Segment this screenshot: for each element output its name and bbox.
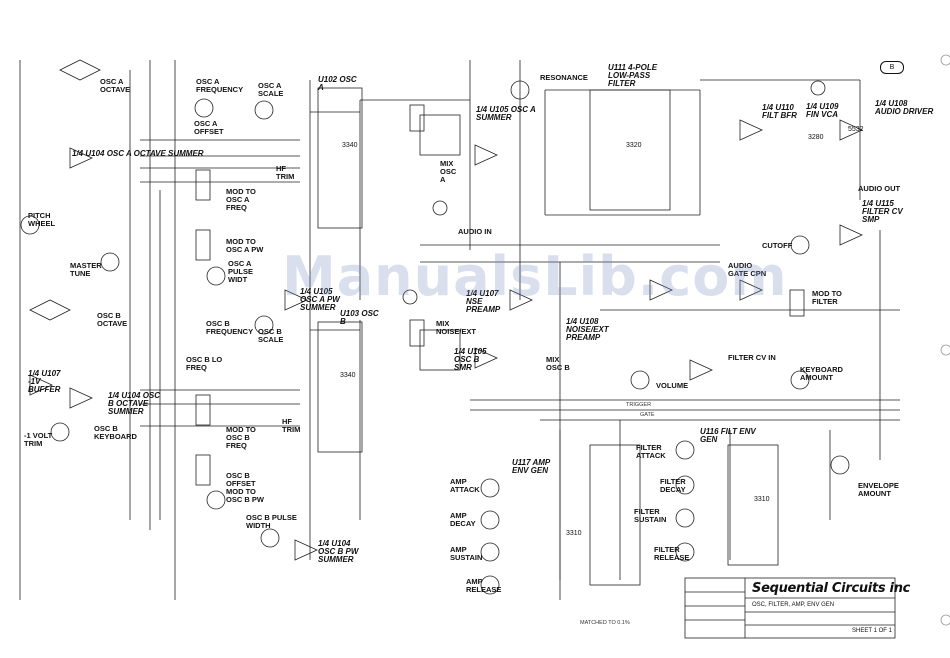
amp-sustain-label: AMP SUSTAIN	[450, 545, 483, 562]
u111-heading: U111 4-POLE LOW-PASS FILTER	[608, 63, 658, 88]
osc-a-octave-label: OSC A OCTAVE	[100, 77, 131, 94]
pw-b-heading: 1/4 U104 OSC B PW SUMMER	[318, 539, 359, 564]
u110-heading: 1/4 U110 FILT BFR	[762, 103, 797, 120]
company-logo: Sequential Circuits inc	[752, 581, 911, 596]
ic-3310-b: 3310	[754, 496, 770, 503]
mix-noise-ext-label: MIX NOISE/EXT	[436, 319, 477, 336]
osc-b-octave-label: OSC B OCTAVE	[97, 311, 128, 328]
volt-trim-label: -1 VOLT TRIM	[24, 431, 53, 448]
u103-heading: U103 OSC B	[340, 309, 379, 326]
osc-a-scale-label: OSC A SCALE	[258, 81, 284, 98]
ic-5532: 5532	[848, 126, 864, 133]
gate-line-label: GATE	[640, 412, 655, 418]
audio-gate-label: AUDIO GATE CPN	[728, 261, 767, 278]
u108-heading: 1/4 U108 AUDIO DRIVER	[875, 99, 934, 116]
u104b-heading: 1/4 U104 OSC B OCTAVE SUMMER	[108, 391, 161, 416]
hf-trim-a-label: HF TRIM	[276, 164, 295, 181]
osc-b-frequency-label: OSC B FREQUENCY	[206, 319, 254, 336]
filter-cv-in-label: FILTER CV IN	[728, 353, 776, 362]
mod-to-osc-b-pw-label: MOD TO OSC B PW	[226, 487, 264, 504]
filter-sustain-label: FILTER SUSTAIN	[634, 507, 667, 524]
u105b-heading: 1/4 U105 OSC B SMR	[454, 347, 487, 372]
mod-to-osc-a-freq-label: MOD TO OSC A FREQ	[226, 187, 256, 212]
amp-release-label: AMP RELEASE	[466, 577, 502, 594]
matched-note: MATCHED TO 0.1%	[580, 620, 630, 626]
u107-heading: 1/4 U107 NSE PREAMP	[466, 289, 501, 314]
sheet-number: SHEET 1 OF 1	[852, 628, 892, 634]
ic-3340-b: 3340	[340, 372, 356, 379]
amp-attack-label: AMP ATTACK	[450, 477, 480, 494]
envelope-amount-label: ENVELOPE AMOUNT	[858, 481, 899, 498]
osc-b-lo-freq-label: OSC B LO FREQ	[186, 355, 223, 372]
u104a-heading: 1/4 U104 OSC A OCTAVE SUMMER	[72, 149, 204, 158]
u102-heading: U102 OSC A	[318, 75, 357, 92]
osc-a-frequency-label: OSC A FREQUENCY	[196, 77, 244, 94]
mod-to-osc-b-freq-label: MOD TO OSC B FREQ	[226, 425, 256, 450]
cutoff-label: CUTOFF	[762, 241, 793, 250]
u115-heading: 1/4 U115 FILTER CV SMP	[862, 199, 903, 224]
resonance-label: RESONANCE	[540, 73, 588, 82]
mod-to-osc-a-pw-label: MOD TO OSC A PW	[226, 237, 264, 254]
osc-a-pulse-width-label: OSC A PULSE WIDT	[228, 259, 254, 284]
mod-to-filter-label: MOD TO FILTER	[812, 289, 842, 306]
osc-b-offset-label: OSC B OFFSET	[226, 471, 256, 488]
u116-heading: U116 FILT ENV GEN	[700, 427, 756, 444]
filter-release-label: FILTER RELEASE	[654, 545, 690, 562]
trigger-line-label: TRIGGER	[626, 402, 652, 408]
mix-osc-a-label: MIX OSC A	[440, 159, 457, 184]
osc-b-scale-label: OSC B SCALE	[258, 327, 284, 344]
ic-3310-a: 3310	[566, 530, 582, 537]
ic-3340-a: 3340	[342, 142, 358, 149]
master-tune-label: MASTER TUNE	[70, 261, 102, 278]
hf-trim-b-label: HF TRIM	[282, 417, 301, 434]
osc-b-pulse-width-label: OSC B PULSE WIDTH	[246, 513, 297, 530]
watermark: ManualsLib.com	[282, 245, 788, 308]
amp-decay-label: AMP DECAY	[450, 511, 476, 528]
volume-label: VOLUME	[656, 381, 689, 390]
u108b-heading: 1/4 U108 NOISE/EXT PREAMP	[566, 317, 609, 342]
keyboard-amount-label: KEYBOARD AMOUNT	[800, 365, 843, 382]
u117-heading: U117 AMP ENV GEN	[512, 458, 550, 475]
u109-heading: 1/4 U109 FIN VCA	[806, 102, 839, 119]
pitch-wheel-label: PITCH WHEEL	[28, 211, 56, 228]
pw-a-heading: 1/4 U105 OSC A PW SUMMER	[300, 287, 340, 312]
ic-3280: 3280	[808, 134, 824, 141]
u105a-heading: 1/4 U105 OSC A SUMMER	[476, 105, 536, 122]
u107b-heading: 1/4 U107 -1V BUFFER	[28, 369, 61, 394]
filter-attack-label: FILTER ATTACK	[636, 443, 666, 460]
audio-in-label: AUDIO IN	[458, 227, 492, 236]
audio-out-label: AUDIO OUT	[858, 184, 901, 193]
sheet-letter-bubble: B	[880, 61, 904, 74]
ic-3320: 3320	[626, 142, 642, 149]
filter-decay-label: FILTER DECAY	[660, 477, 686, 494]
osc-a-offset-label: OSC A OFFSET	[194, 119, 224, 136]
osc-b-keyboard-label: OSC B KEYBOARD	[94, 424, 137, 441]
drawing-title: OSC, FILTER, AMP, ENV GEN	[752, 602, 835, 608]
mix-osc-b-label: MIX OSC B	[546, 355, 570, 372]
